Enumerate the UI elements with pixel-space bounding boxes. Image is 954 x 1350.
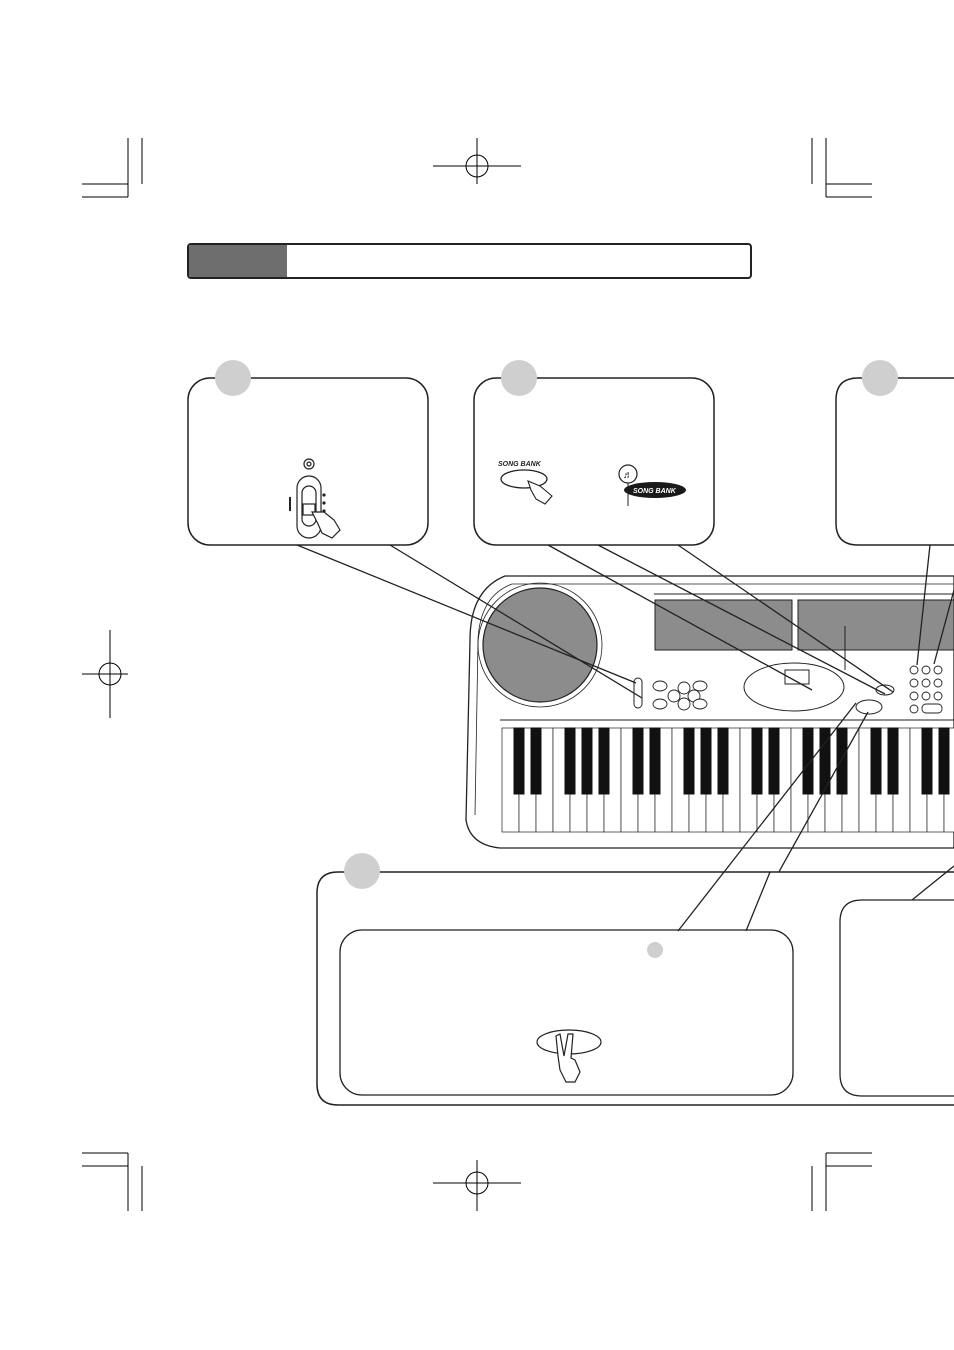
registration-crosshair-icon: [433, 1160, 521, 1211]
black-key: [819, 727, 831, 795]
black-key: [836, 727, 848, 795]
black-key: [870, 727, 882, 795]
step-number-circle: [344, 853, 380, 889]
black-key: [683, 727, 695, 795]
score-panel: [654, 599, 793, 651]
black-key: [564, 727, 576, 795]
black-key: [887, 727, 899, 795]
power-switch-icon: [289, 458, 341, 539]
registration-crosshair-icon: [433, 138, 521, 184]
song-bank-button-icon: SONG BANK: [498, 461, 553, 505]
callout-leaders: [296, 544, 954, 932]
two-finger-press-icon: [536, 1029, 602, 1083]
black-key: [802, 727, 814, 795]
lcd-display: [784, 669, 810, 685]
step-number-circle: [215, 360, 251, 396]
numeric-keypad: [909, 665, 943, 714]
step-box-4-inner-right: [839, 865, 954, 1097]
step-box-2: [473, 360, 715, 546]
black-key: [938, 727, 950, 795]
black-key: [513, 727, 525, 795]
control-panel: [743, 662, 845, 712]
black-key: [768, 727, 780, 795]
black-key: [649, 727, 661, 795]
start-stop-button: [855, 699, 883, 715]
callout-leaders: [677, 871, 771, 932]
black-key: [921, 727, 933, 795]
section-title-bar: [187, 243, 752, 279]
black-key: [751, 727, 763, 795]
crop-marks: [82, 138, 872, 1211]
song-bank-label: SONG BANK: [498, 461, 542, 468]
black-key: [530, 727, 542, 795]
svg-text:♬: ♬: [623, 470, 633, 481]
song-bank-lamp-icon: ♬ SONG BANK: [618, 464, 686, 506]
step-box-4-inner-left: [339, 929, 794, 1096]
step-number-circle: [862, 360, 898, 396]
black-key: [717, 727, 729, 795]
black-key: [632, 727, 644, 795]
keyboard-instrument-illustration: [465, 575, 954, 849]
sub-step-circle: [647, 942, 663, 958]
registration-crosshair-icon: [82, 630, 128, 718]
black-key: [700, 727, 712, 795]
step-number-circle: [501, 360, 537, 396]
direction-pad: [652, 680, 708, 711]
black-key: [598, 727, 610, 795]
score-panel: [797, 599, 954, 651]
black-key: [581, 727, 593, 795]
step-box-1: [187, 360, 429, 546]
song-bank-lamp-label: SONG BANK: [633, 488, 677, 495]
section-tab: [189, 245, 287, 277]
black-keys: [513, 727, 950, 795]
step-box-3: [835, 360, 954, 546]
speaker-grille: [482, 587, 598, 703]
